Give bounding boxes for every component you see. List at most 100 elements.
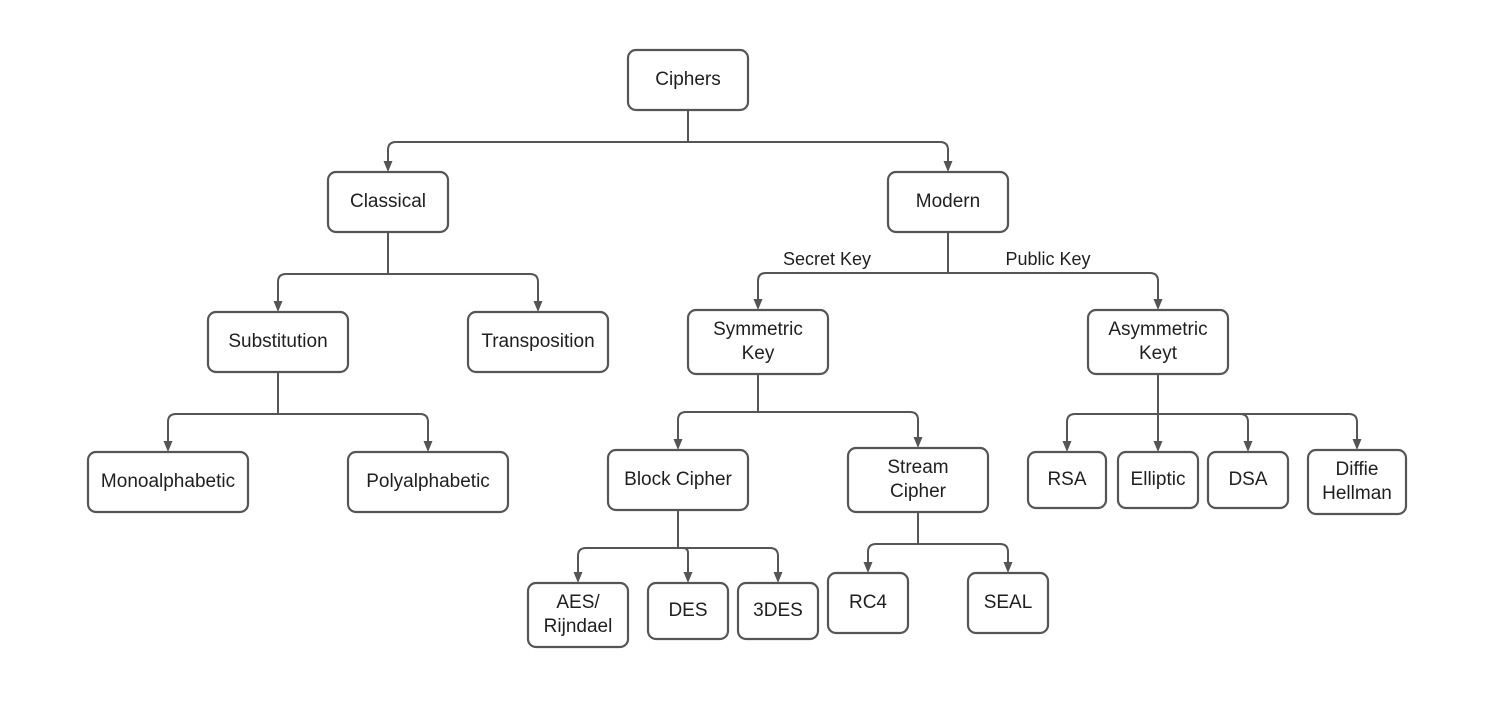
node-aes[interactable]: AES/Rijndael	[526, 581, 630, 649]
node-box-block[interactable]	[606, 448, 750, 512]
node-ciphers[interactable]: Ciphers	[626, 48, 750, 112]
node-label-poly: Polyalphabetic	[366, 471, 490, 492]
node-box-seal[interactable]	[966, 571, 1050, 635]
edges-layer	[163, 109, 1362, 583]
node-box-classical[interactable]	[326, 170, 450, 234]
node-dsa[interactable]: DSA	[1206, 450, 1290, 510]
edge-label-1: Public Key	[997, 248, 1099, 272]
node-label-modern: Modern	[916, 191, 980, 212]
node-modern[interactable]: Modern	[886, 170, 1010, 234]
node-label-substitution: Substitution	[228, 331, 327, 352]
edge-group-asymmetric	[1062, 373, 1362, 452]
node-box-ciphers[interactable]	[626, 48, 750, 112]
node-transposition[interactable]: Transposition	[466, 310, 610, 374]
node-box-asymmetric[interactable]	[1086, 308, 1230, 376]
node-box-elliptic[interactable]	[1116, 450, 1200, 510]
edge-arrowhead	[1153, 299, 1163, 310]
edge-arrowhead	[753, 299, 763, 310]
node-box-3des[interactable]	[736, 581, 820, 641]
edge-connector	[677, 547, 779, 574]
node-box-des[interactable]	[646, 581, 730, 641]
edge-connector	[867, 543, 919, 564]
edge-arrowhead	[1352, 439, 1362, 450]
node-des[interactable]: DES	[646, 581, 730, 641]
node-mono[interactable]: Monoalphabetic	[86, 450, 250, 514]
edge-connector	[387, 273, 539, 303]
node-box-symmetric[interactable]	[686, 308, 830, 376]
edge-label-text: Secret Key	[783, 249, 871, 269]
node-label-des: DES	[668, 600, 707, 621]
edge-arrowhead	[423, 441, 433, 452]
node-box-dsa[interactable]	[1206, 450, 1290, 510]
edge-connector	[947, 272, 1159, 301]
node-elliptic[interactable]: Elliptic	[1116, 450, 1200, 510]
edge-arrowhead	[673, 439, 683, 450]
node-box-mono[interactable]	[86, 450, 250, 514]
node-rc4[interactable]: RC4	[826, 571, 910, 635]
node-3des[interactable]: 3DES	[736, 581, 820, 641]
edge-connector	[1066, 413, 1159, 443]
edge-arrowhead	[943, 161, 953, 172]
edge-connector	[277, 273, 389, 303]
node-box-aes[interactable]	[526, 581, 630, 649]
edge-connector	[757, 411, 919, 439]
node-substitution[interactable]: Substitution	[206, 310, 350, 374]
edge-connector	[277, 413, 429, 443]
node-box-stream[interactable]	[846, 446, 990, 514]
edge-arrowhead	[683, 572, 693, 583]
edge-arrowhead	[913, 437, 923, 448]
node-label-transposition: Transposition	[481, 331, 594, 352]
node-box-rsa[interactable]	[1026, 450, 1108, 510]
edge-group-classical	[273, 231, 543, 312]
node-box-transposition[interactable]	[466, 310, 610, 374]
node-box-modern[interactable]	[886, 170, 1010, 234]
edge-connector	[167, 413, 279, 443]
node-box-poly[interactable]	[346, 450, 510, 514]
edge-arrowhead	[863, 562, 873, 573]
node-label-ciphers: Ciphers	[655, 69, 720, 90]
node-rsa[interactable]: RSA	[1026, 450, 1108, 510]
node-box-diffie[interactable]	[1306, 448, 1408, 516]
edge-arrowhead	[273, 301, 283, 312]
edge-connector	[687, 141, 949, 163]
node-label-seal: SEAL	[984, 592, 1033, 613]
node-box-rc4[interactable]	[826, 571, 910, 635]
edge-connector	[577, 547, 679, 574]
node-label-aes: AES/Rijndael	[544, 592, 613, 637]
edge-connector	[387, 141, 689, 163]
edge-group-block	[573, 509, 783, 583]
node-classical[interactable]: Classical	[326, 170, 450, 234]
edge-connector	[1157, 413, 1358, 441]
node-label-rc4: RC4	[849, 592, 887, 613]
node-label-elliptic: Elliptic	[1131, 469, 1186, 490]
node-label-classical: Classical	[350, 191, 426, 212]
edge-arrowhead	[1243, 441, 1253, 452]
edge-arrowhead	[1003, 562, 1013, 573]
edge-arrowhead	[533, 301, 543, 312]
edge-group-symmetric	[673, 373, 923, 450]
node-poly[interactable]: Polyalphabetic	[346, 450, 510, 514]
edge-group-stream	[863, 511, 1013, 573]
node-box-substitution[interactable]	[206, 310, 350, 374]
edge-arrowhead	[573, 572, 583, 583]
node-label-3des: 3DES	[753, 600, 803, 621]
edge-label-0: Secret Key	[776, 248, 878, 272]
edge-arrowhead	[773, 572, 783, 583]
edge-connector	[677, 411, 759, 441]
edge-arrowhead	[1062, 441, 1072, 452]
node-seal[interactable]: SEAL	[966, 571, 1050, 635]
node-label-block: Block Cipher	[624, 469, 732, 490]
edge-arrowhead	[1153, 441, 1163, 452]
edge-group-substitution	[163, 371, 433, 452]
node-block[interactable]: Block Cipher	[606, 448, 750, 512]
